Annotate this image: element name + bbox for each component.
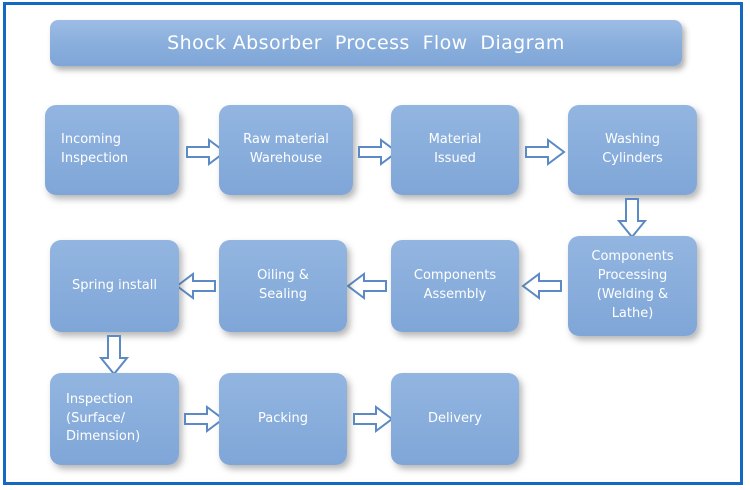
connector-raw-to-material-issued [357,138,399,166]
node-label: Packing [257,410,308,426]
node-label: Material Issued [428,132,482,166]
node-label: Oiling & Sealing [257,268,309,302]
node-raw-material-warehouse[interactable]: Raw material Warehouse [219,105,353,195]
connector-incoming-to-raw [185,138,227,166]
node-material-issued[interactable]: Material Issued [391,105,519,195]
node-label: Inspection (Surface/ Dimension) [66,391,141,445]
node-label: Incoming Inspection [61,132,129,166]
node-label: Components Processing (Welding & Lathe) [591,249,674,321]
connector-processing-to-assembly [521,272,563,300]
node-inspection-surface-dimension[interactable]: Inspection (Surface/ Dimension) [50,373,179,465]
connector-material-issued-to-washing [524,138,566,166]
node-components-processing[interactable]: Components Processing (Welding & Lathe) [568,236,697,336]
node-components-assembly[interactable]: Components Assembly [391,240,519,332]
node-incoming-inspection[interactable]: Incoming Inspection [45,105,179,195]
diagram-title-banner: Shock Absorber Process Flow Diagram [50,20,682,66]
connector-inspection-to-packing [183,405,225,433]
connector-washing-to-processing [616,197,648,239]
connector-oiling-to-spring [175,272,217,300]
page-title: Shock Absorber Process Flow Diagram [167,32,565,54]
connector-spring-to-inspection [98,334,130,376]
node-label: Delivery [428,410,482,426]
connector-assembly-to-oiling [346,272,388,300]
node-label: Washing Cylinders [602,132,663,166]
connector-packing-to-delivery [352,405,394,433]
node-spring-install[interactable]: Spring install [50,240,179,332]
node-label: Raw material Warehouse [243,132,329,166]
node-oiling-sealing[interactable]: Oiling & Sealing [219,240,347,332]
node-packing[interactable]: Packing [219,373,347,465]
node-washing-cylinders[interactable]: Washing Cylinders [568,105,697,195]
node-label: Spring install [72,277,157,293]
node-label: Components Assembly [413,268,497,302]
node-delivery[interactable]: Delivery [391,373,519,465]
